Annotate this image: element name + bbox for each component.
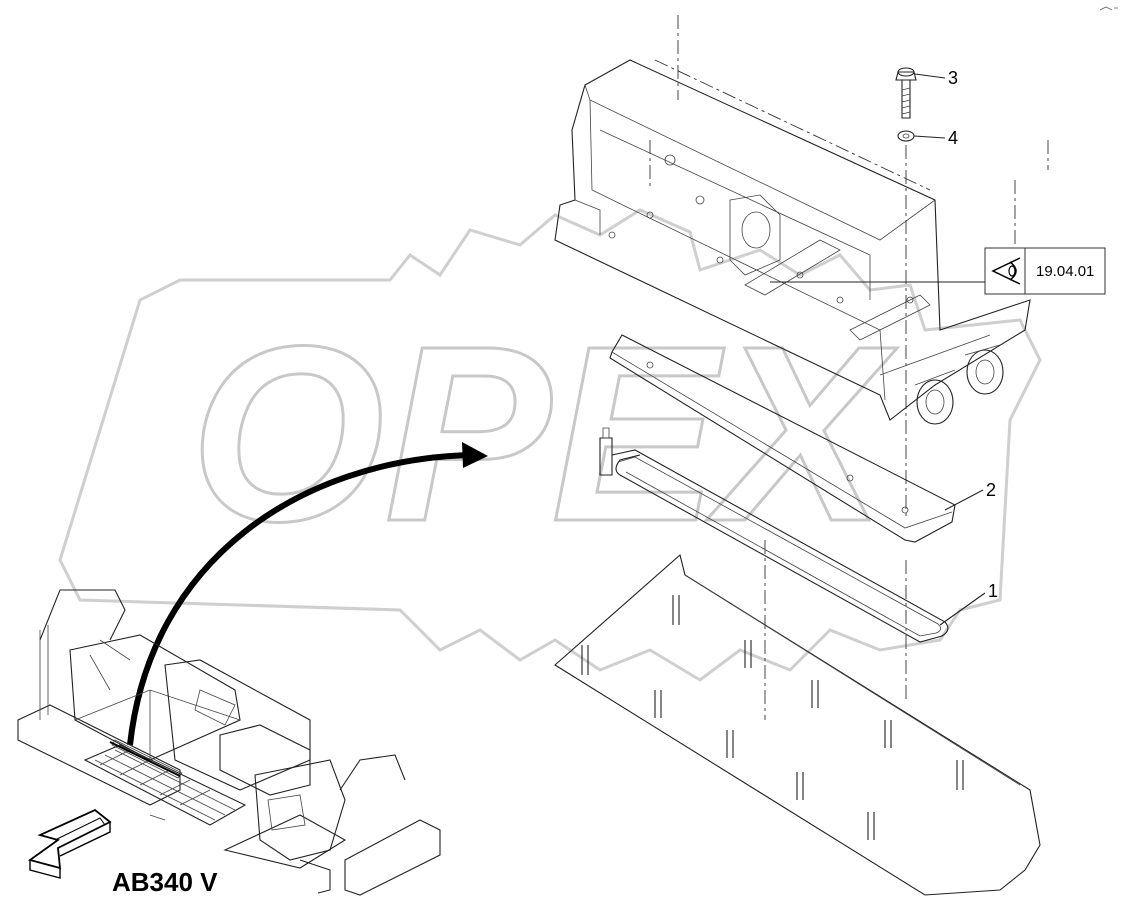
cover-plate-part (609, 334, 956, 543)
bolt-part (895, 67, 917, 119)
corner-mark (1099, 6, 1118, 11)
reference-box[interactable]: 19.04.01 (984, 247, 1106, 295)
lower-axis (764, 540, 907, 720)
svg-text:2: 2 (986, 480, 996, 500)
svg-text:1: 1 (988, 581, 998, 601)
watermark-text: OPEX (190, 294, 898, 573)
callout-4: 4 (913, 128, 958, 148)
frame-assembly (554, 15, 1049, 425)
hose-loop-part (599, 427, 949, 643)
callout-2: 2 (944, 480, 996, 511)
machine-overview (17, 589, 441, 896)
floor-plate (554, 553, 1041, 896)
reference-code: 19.04.01 (1036, 263, 1094, 280)
svg-text:4: 4 (948, 128, 958, 148)
location-arrow (127, 442, 488, 746)
eye-view-icon (991, 257, 1021, 285)
callout-3: 3 (914, 68, 958, 88)
model-label: AB340 V (112, 867, 218, 897)
studs (581, 595, 964, 840)
svg-text:3: 3 (948, 68, 958, 88)
view-direction-arrow (27, 808, 112, 879)
watermark-gear-outline (58, 208, 1042, 682)
washer-part (897, 130, 915, 142)
callout-1: 1 (939, 581, 998, 626)
watermark: OPEX (58, 208, 1042, 682)
